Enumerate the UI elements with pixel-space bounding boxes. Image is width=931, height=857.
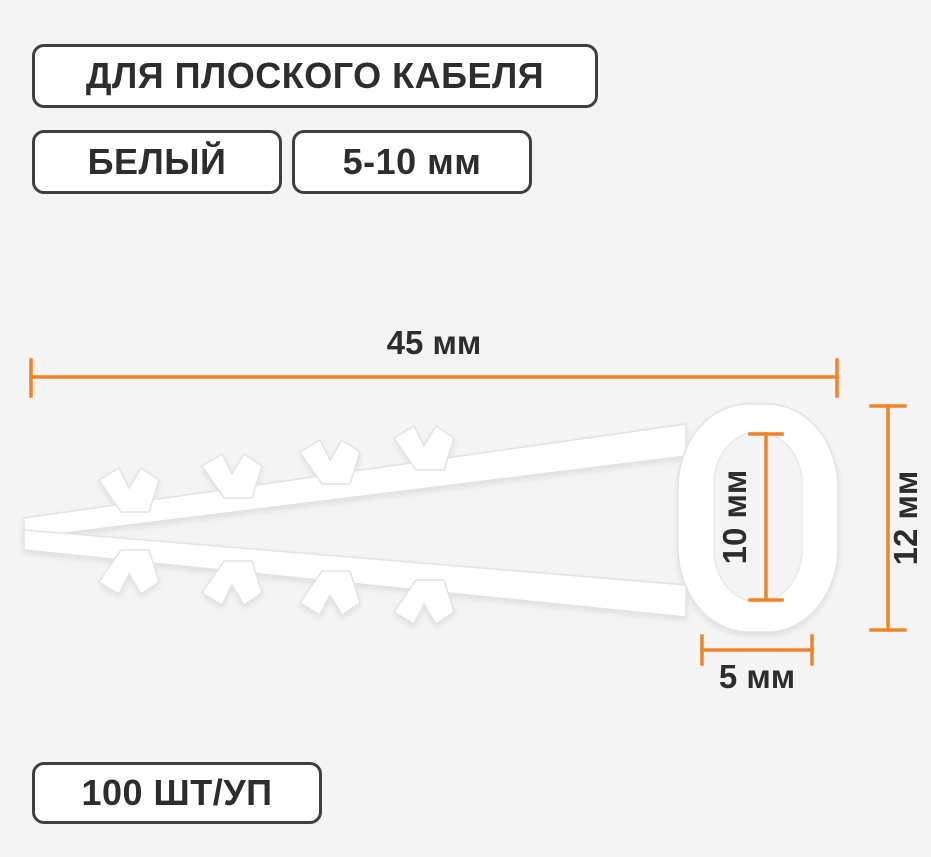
dimension-label-head-height: 12 мм bbox=[887, 470, 924, 566]
badge-cable-size-label: 5-10 мм bbox=[342, 141, 482, 182]
badge-cable-type-label: ДЛЯ ПЛОСКОГО КАБЕЛЯ bbox=[85, 55, 545, 96]
clip-bottom-strip bbox=[23, 529, 687, 618]
cable-clip-shape bbox=[23, 403, 839, 633]
dimension-label-length: 45 мм bbox=[386, 324, 482, 361]
clip-barb bbox=[200, 560, 263, 607]
badge-color: БЕЛЫЙ bbox=[32, 130, 282, 194]
clip-barb bbox=[298, 570, 361, 617]
badge-package-quantity: 100 ШТ/УП bbox=[32, 762, 322, 824]
dimension-line-hole-width bbox=[700, 634, 814, 666]
dimension-label-hole-height: 10 мм bbox=[716, 469, 753, 565]
dimension-line-hole-height bbox=[748, 432, 784, 602]
dimension-lines bbox=[29, 358, 907, 666]
badge-cable-size: 5-10 мм bbox=[292, 130, 532, 194]
clip-barb bbox=[97, 466, 160, 513]
dimension-label-hole-width: 5 мм bbox=[718, 658, 796, 695]
badge-cable-type: ДЛЯ ПЛОСКОГО КАБЕЛЯ bbox=[32, 44, 598, 108]
badge-package-quantity-label: 100 ШТ/УП bbox=[81, 772, 273, 813]
clip-barb bbox=[97, 549, 160, 596]
dimension-line-length bbox=[29, 358, 839, 398]
clip-barb bbox=[200, 452, 263, 499]
clip-barb bbox=[392, 579, 455, 626]
badge-color-label: БЕЛЫЙ bbox=[87, 141, 227, 182]
clip-barb bbox=[392, 424, 455, 471]
clip-loop-hole bbox=[713, 431, 803, 603]
clip-barb bbox=[298, 438, 361, 485]
dimension-line-head-height bbox=[869, 404, 907, 632]
